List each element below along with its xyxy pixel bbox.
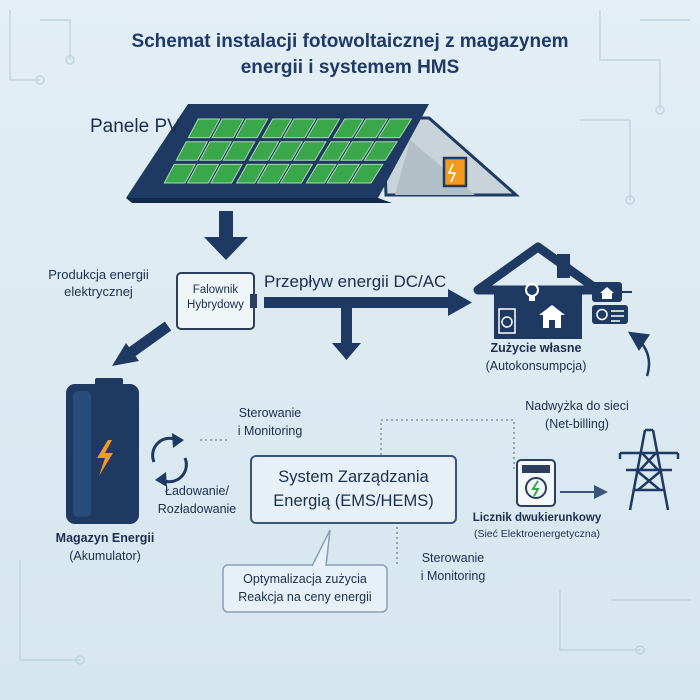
solar-panel-cell xyxy=(186,163,220,184)
diagram-title-line2: energii i systemem HMS xyxy=(240,57,460,78)
arrow-pv-to-inverter xyxy=(204,211,248,260)
charging-label: Ładowanie/Rozładowanie xyxy=(157,484,237,516)
solar-panel-cell xyxy=(235,163,267,184)
solar-panel-cell xyxy=(292,141,327,161)
ems-box xyxy=(250,455,457,524)
battery-icon xyxy=(66,378,139,524)
solar-panel-cell xyxy=(222,141,256,161)
pv-label: Panele PV xyxy=(90,116,180,137)
solar-panel-cell xyxy=(256,163,290,184)
storage-sublabel: (Akumulator) xyxy=(69,549,141,563)
solar-panel-cell xyxy=(209,163,243,184)
consumer-house-icon xyxy=(473,242,632,339)
background-circuit-lines xyxy=(9,10,690,665)
solar-panel-cell xyxy=(326,163,361,184)
solar-panel-cell xyxy=(353,118,389,139)
meter-sublabel: (Sieć Elektroenergetyczna) xyxy=(473,528,601,540)
solar-panel-cell xyxy=(261,118,293,139)
meter-label: Licznik dwukierunkowy xyxy=(472,512,602,524)
consumption-sublabel: (Autokonsumpcja) xyxy=(485,359,587,373)
solar-panel-cell xyxy=(248,141,280,161)
meter-icon xyxy=(516,459,556,507)
power-tower-icon xyxy=(618,428,680,511)
solar-panel-cell xyxy=(319,141,351,161)
solar-panel-cell xyxy=(279,163,314,184)
arrow-inverter-to-storage xyxy=(112,321,172,366)
solar-panel-cell xyxy=(306,118,341,139)
solar-panel-cell xyxy=(282,118,317,139)
arrow-energy-flow xyxy=(264,289,472,360)
house-with-pv xyxy=(126,104,520,203)
solar-panel-cell xyxy=(211,118,245,139)
solar-panel-cell xyxy=(377,118,413,139)
solar-panel-cell xyxy=(269,141,304,161)
control-dotted-lines xyxy=(200,419,515,565)
diagram-title-line1: Schemat instalacji fotowoltaicznej z mag… xyxy=(131,31,569,52)
energy-flow-label: Przepływ energii DC/AC xyxy=(264,272,447,291)
solar-panel-cell xyxy=(175,141,209,161)
solar-panel-cell xyxy=(187,118,221,139)
solar-panel-cell xyxy=(339,141,375,161)
optimization-callout xyxy=(222,529,388,613)
lightning-icon xyxy=(97,440,113,476)
solar-panel-cell xyxy=(349,163,384,184)
house-window xyxy=(442,156,468,188)
arrow-grid-to-house xyxy=(627,331,651,377)
solar-panel-cell xyxy=(199,141,232,161)
storage-label: Magazyn Energii xyxy=(55,531,155,545)
solar-panel-array xyxy=(163,118,413,184)
solar-panel-cell xyxy=(305,163,337,184)
cycle-arrows-icon xyxy=(151,433,188,487)
solar-panel-cell xyxy=(363,141,399,161)
surplus-label: Nadwyżka do sieci(Net-billing) xyxy=(525,399,629,431)
consumption-label: Zużycie własne xyxy=(490,341,582,355)
solar-panel-cell xyxy=(332,118,365,139)
solar-panel-cell xyxy=(235,118,269,139)
solar-panel-cell xyxy=(163,163,196,184)
